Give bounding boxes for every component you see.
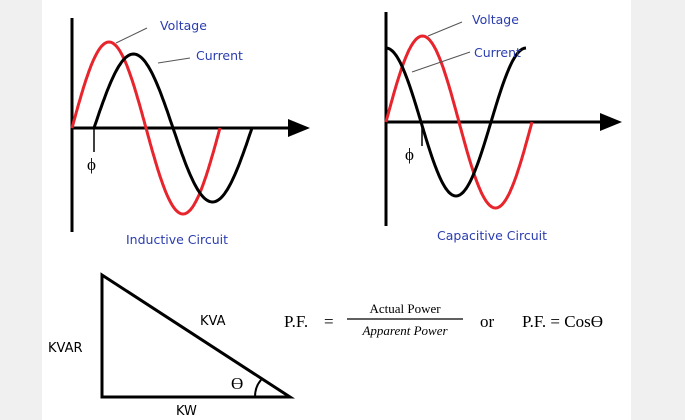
inductive-voltage-label: Voltage — [160, 18, 207, 33]
inductive-caption: Inductive Circuit — [126, 232, 228, 247]
capacitive-caption: Capacitive Circuit — [437, 228, 547, 243]
inductive-current-leader — [157, 57, 191, 64]
formula-pf-label: P.F. — [284, 312, 308, 331]
inductive-x-axis-arrow — [288, 119, 310, 137]
inductive-current-label: Current — [196, 48, 243, 63]
power-factor-formula: P.F. = Actual Power Apparent Power or P.… — [284, 301, 603, 338]
formula-or: or — [480, 312, 495, 331]
triangle-angle-arc — [254, 377, 264, 398]
formula-cos: P.F. = Cosϴ — [522, 312, 603, 331]
inductive-phase-symbol: ϕ — [87, 155, 96, 174]
inductive-circuit-graph: ϕ Voltage Current Inductive Circuit — [70, 18, 310, 247]
diagram-canvas — [42, 0, 631, 420]
formula-denominator: Apparent Power — [361, 323, 448, 338]
triangle-angle-symbol: ϴ — [231, 374, 243, 393]
capacitive-phase-symbol: ϕ — [405, 145, 414, 164]
triangle-shape — [100, 272, 296, 399]
inductive-current-wave — [92, 52, 254, 204]
capacitive-current-leader — [411, 51, 471, 73]
capacitive-x-axis-arrow — [600, 113, 622, 131]
capacitive-voltage-leader — [427, 21, 463, 37]
formula-numerator: Actual Power — [369, 301, 441, 316]
capacitive-current-wave — [385, 46, 527, 198]
formula-equals: = — [324, 312, 334, 331]
capacitive-voltage-label: Voltage — [472, 12, 519, 27]
triangle-hypotenuse-label: KVA — [200, 314, 226, 329]
triangle-base-label: KW — [176, 404, 197, 419]
capacitive-voltage-wave — [384, 34, 534, 210]
triangle-vertical-label: KVAR — [48, 341, 83, 356]
capacitive-circuit-graph: ϕ Voltage Current Capacitive Circuit — [384, 12, 622, 243]
capacitive-current-label: Current — [474, 45, 521, 60]
power-triangle: ϴ KVA KVAR KW — [48, 272, 296, 419]
inductive-voltage-wave — [70, 40, 222, 216]
inductive-voltage-leader — [115, 27, 148, 44]
